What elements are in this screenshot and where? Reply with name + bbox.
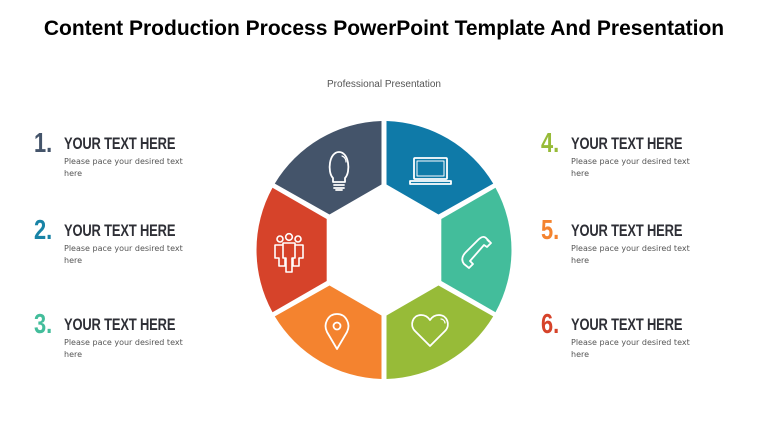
step-number: 3. [34, 308, 53, 339]
step-description: Please pace your desired text here [571, 244, 690, 265]
step-heading: YOUR TEXT HERE [64, 315, 176, 334]
step-description: Please pace your desired text here [64, 244, 183, 265]
step-description: Please pace your desired text here [64, 157, 183, 178]
lightbulb-icon [328, 151, 350, 191]
step-description: Please pace your desired text here [571, 338, 690, 359]
step-item-4: 4. YOUR TEXT HERE Please pace your desir… [541, 128, 741, 188]
team-icon [274, 232, 304, 273]
heart-icon [411, 314, 449, 347]
step-heading: YOUR TEXT HERE [64, 134, 176, 153]
laptop-icon [409, 157, 452, 185]
step-number: 4. [541, 127, 560, 158]
step-item-3: 3. YOUR TEXT HERE Please pace your desir… [34, 309, 234, 369]
heart-segment[interactable] [386, 285, 494, 380]
step-item-6: 6. YOUR TEXT HERE Please pace your desir… [541, 309, 741, 369]
step-number: 5. [541, 214, 560, 245]
step-heading: YOUR TEXT HERE [571, 221, 683, 240]
location-pin-icon [324, 313, 350, 350]
slide-subtitle: Professional Presentation [327, 79, 441, 90]
phone-segment[interactable] [441, 187, 512, 313]
slide-title: Content Production Process PowerPoint Te… [43, 17, 725, 40]
step-number: 2. [34, 214, 53, 245]
step-item-5: 5. YOUR TEXT HERE Please pace your desir… [541, 215, 741, 275]
step-heading: YOUR TEXT HERE [64, 221, 176, 240]
step-item-1: 1. YOUR TEXT HERE Please pace your desir… [34, 128, 234, 188]
laptop-segment[interactable] [386, 121, 494, 215]
step-number: 1. [34, 127, 53, 158]
step-number: 6. [541, 308, 560, 339]
step-description: Please pace your desired text here [64, 338, 183, 359]
step-item-2: 2. YOUR TEXT HERE Please pace your desir… [34, 215, 234, 275]
step-description: Please pace your desired text here [571, 157, 690, 178]
lightbulb-segment[interactable] [274, 121, 382, 215]
step-heading: YOUR TEXT HERE [571, 315, 683, 334]
step-heading: YOUR TEXT HERE [571, 134, 683, 153]
phone-icon [461, 236, 492, 269]
